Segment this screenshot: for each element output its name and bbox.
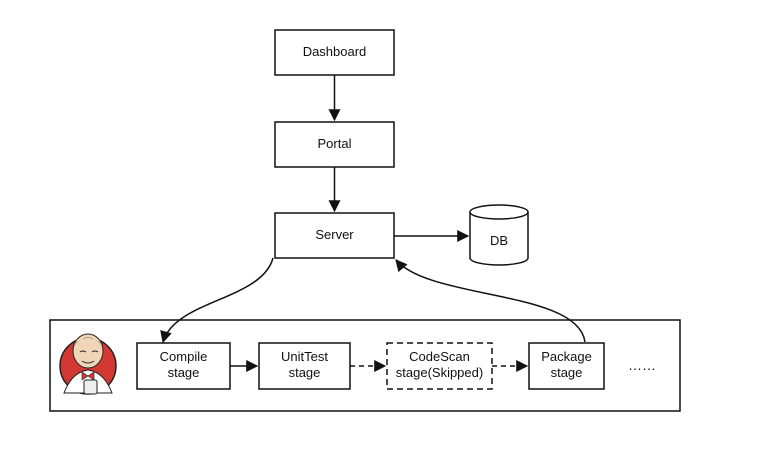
unittest-stage-label-line2: stage (289, 365, 321, 380)
package-stage-label-line2: stage (551, 365, 583, 380)
compile-stage-label-line1: Compile (160, 349, 208, 364)
unittest-stage-label-line1: UnitTest (281, 349, 328, 364)
arrow-server-compile (160, 257, 274, 344)
compile-stage-label-line2: stage (168, 365, 200, 380)
portal-label: Portal (318, 136, 352, 151)
dashboard-label: Dashboard (303, 44, 367, 59)
compile-stage-node: Compile stage (136, 342, 231, 390)
server-label: Server (315, 227, 354, 242)
unittest-stage-node: UnitTest stage (258, 342, 351, 390)
arrow-package-server (395, 259, 586, 343)
jenkins-logo-icon (59, 333, 117, 395)
more-stages-ellipsis: …… (628, 357, 656, 373)
dashboard-node: Dashboard (274, 29, 395, 76)
db-label: DB (490, 233, 508, 248)
portal-node: Portal (274, 121, 395, 168)
codescan-stage-label-line2: stage(Skipped) (396, 365, 483, 380)
codescan-stage-label-line1: CodeScan (409, 349, 470, 364)
db-node: DB (469, 204, 529, 266)
package-stage-label-line1: Package (541, 349, 592, 364)
codescan-stage-node: CodeScan stage(Skipped) (386, 342, 493, 390)
package-stage-node: Package stage (528, 342, 605, 390)
server-node: Server (274, 212, 395, 259)
